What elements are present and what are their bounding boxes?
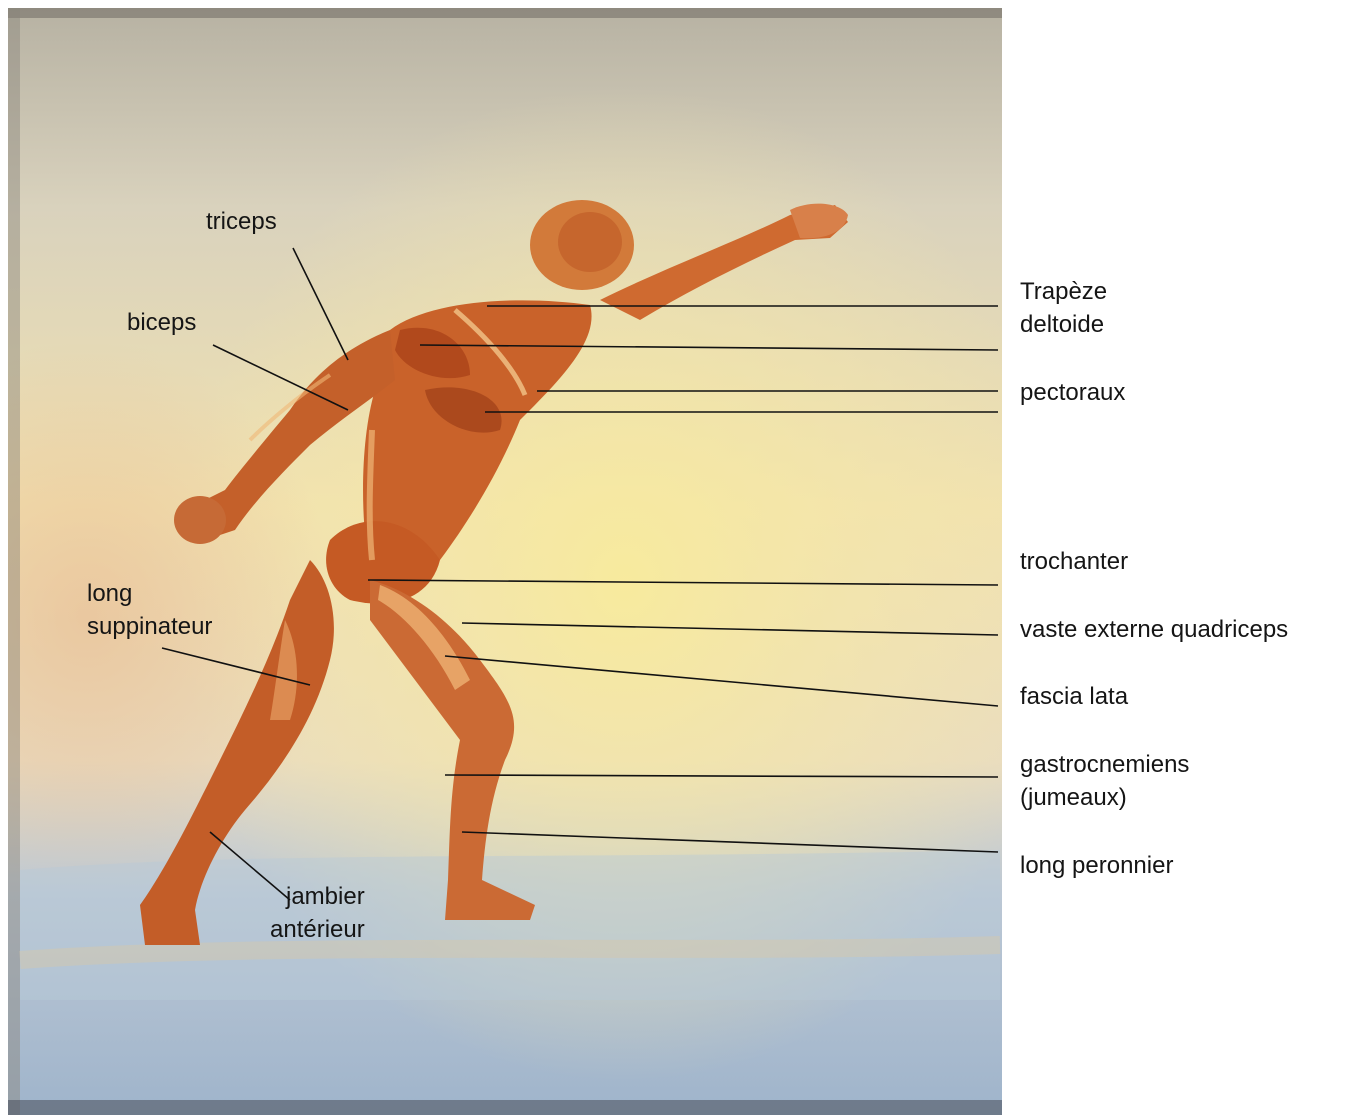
label-pectoraux: pectoraux <box>1020 376 1125 409</box>
label-gastrocnemiens-line2: (jumeaux) <box>1020 781 1127 814</box>
label-jambier-line1: jambier <box>286 880 365 913</box>
label-jambier-line2: antérieur <box>270 913 365 946</box>
label-long-suppinateur-line1: long <box>87 577 132 610</box>
label-long-suppinateur-line2: suppinateur <box>87 610 212 643</box>
label-trapeze: Trapèze <box>1020 275 1107 308</box>
label-triceps: triceps <box>206 205 277 238</box>
label-fascia-lata: fascia lata <box>1020 680 1128 713</box>
label-gastrocnemiens-line1: gastrocnemiens <box>1020 748 1189 781</box>
label-trochanter: trochanter <box>1020 545 1128 578</box>
label-deltoide: deltoide <box>1020 308 1104 341</box>
label-vaste-externe-quadriceps: vaste externe quadriceps <box>1020 613 1288 646</box>
label-long-peronnier: long peronnier <box>1020 849 1173 882</box>
label-biceps: biceps <box>127 306 196 339</box>
